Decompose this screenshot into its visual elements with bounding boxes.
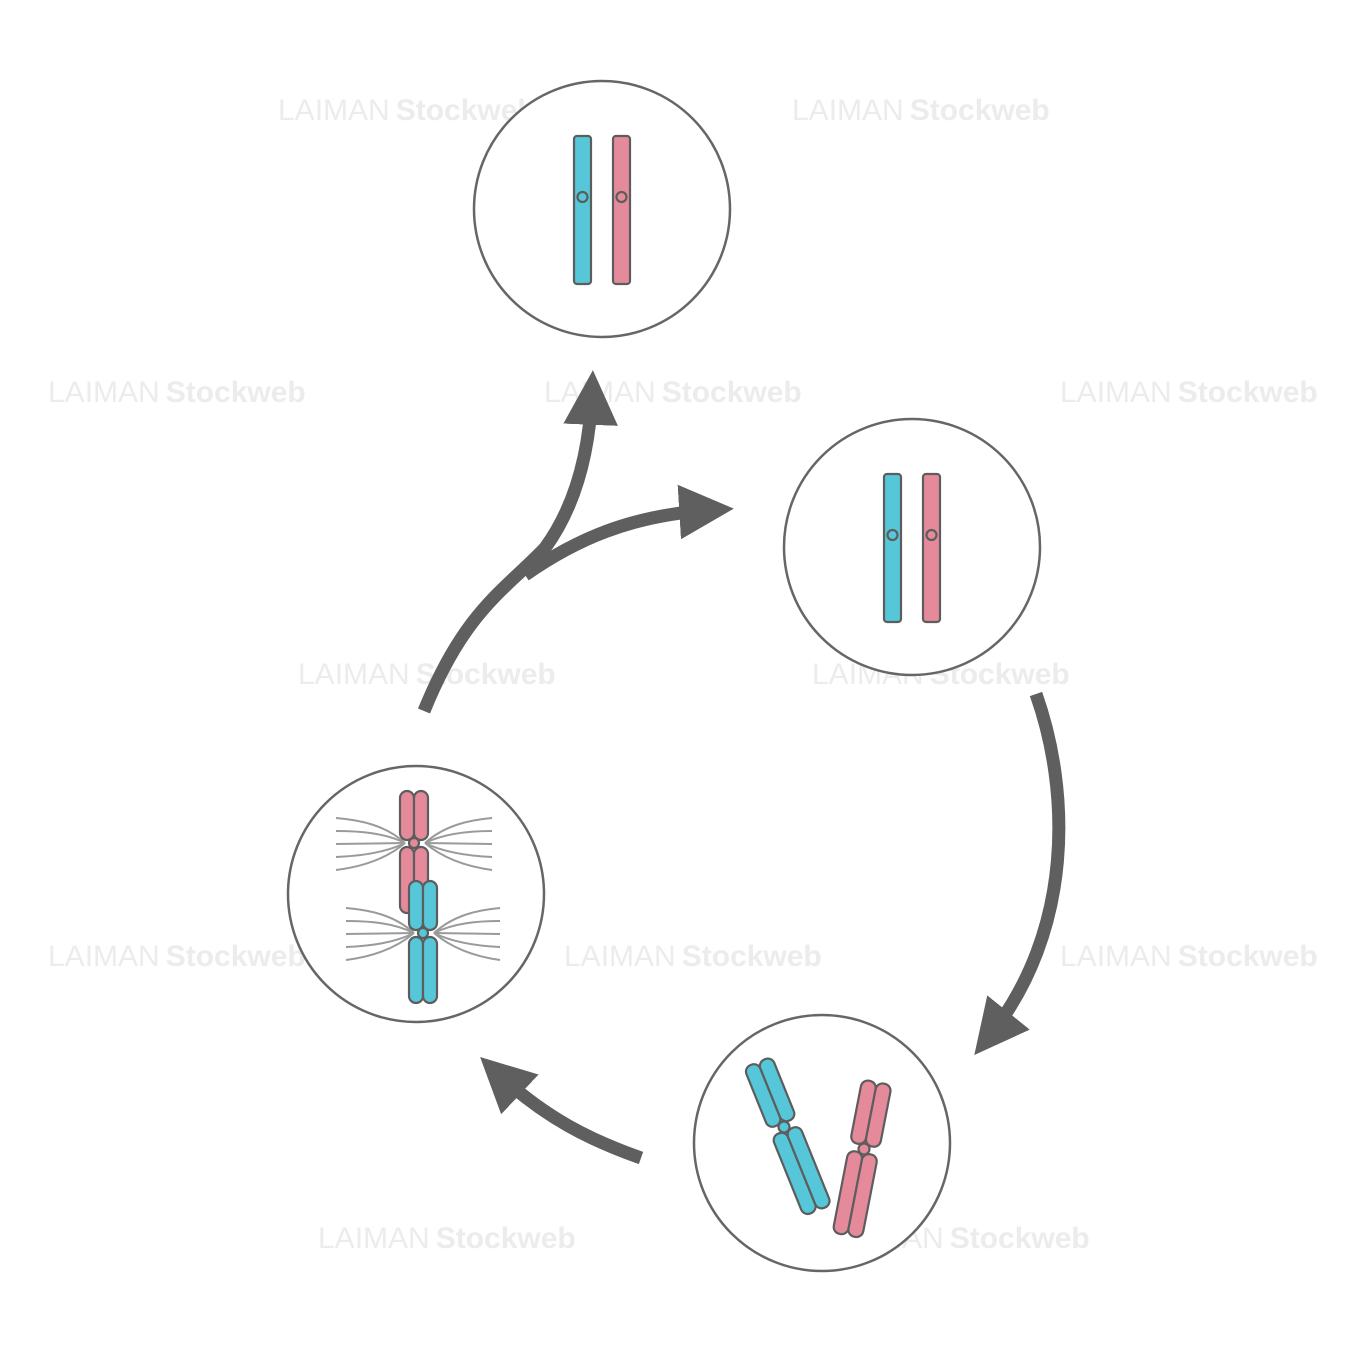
cell-left [286, 764, 546, 1024]
arrow-left-to-top [417, 370, 618, 714]
cell-bottom-right [692, 1013, 952, 1273]
chromosome-pink-replicated [832, 1079, 892, 1239]
spindle-fibers-upper [335, 817, 493, 871]
cell-membrane [692, 1013, 952, 1273]
chromosome-blue [572, 134, 593, 286]
arrow-left-to-right [521, 484, 734, 581]
cycle-arrows [417, 370, 1066, 1165]
arrow-right-to-bottom-right [974, 691, 1066, 1056]
chromosome-pink [611, 134, 632, 286]
cell-membrane [472, 79, 732, 339]
spindle-fibers-lower [345, 907, 501, 961]
chromosome-blue-replicated [744, 1057, 831, 1216]
arrow-bottom-right-to-left [480, 1057, 644, 1165]
cell-right [782, 417, 1042, 677]
chromosome-pink [921, 472, 942, 624]
chromosome-blue-aligned [407, 879, 439, 1005]
cell-membrane [782, 417, 1042, 677]
chromosome-blue [882, 472, 903, 624]
cell-top [472, 79, 732, 339]
